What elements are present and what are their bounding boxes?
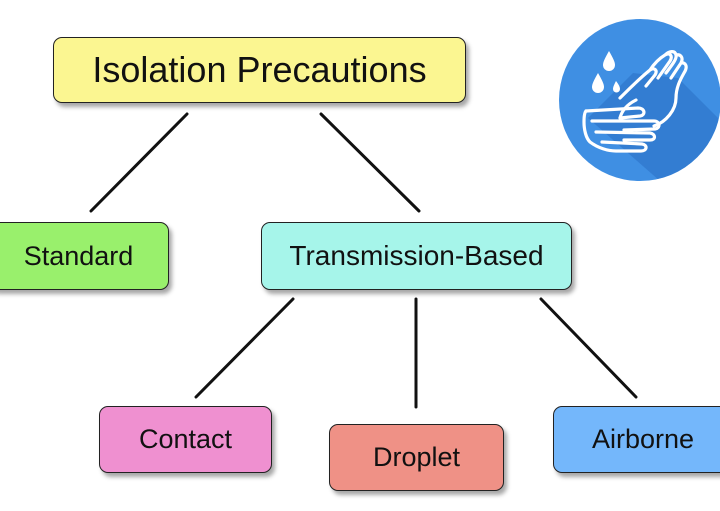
connector-root-standard	[89, 112, 189, 213]
thumb-icon	[618, 98, 638, 120]
water-drop-icon	[603, 51, 615, 71]
node-transmission-based: Transmission-Based	[261, 222, 572, 290]
water-drop-icon	[613, 81, 620, 93]
node-airborne: Airborne	[553, 406, 720, 473]
connector-transmission-airborne	[539, 297, 638, 399]
connector-root-transmission	[319, 112, 421, 213]
back-hand-icon	[618, 50, 688, 128]
node-standard: Standard	[0, 222, 169, 290]
node-isolation-precautions: Isolation Precautions	[53, 37, 466, 103]
front-hand-icon	[582, 106, 661, 153]
node-droplet: Droplet	[329, 424, 504, 491]
water-drop-icon	[592, 73, 604, 93]
handwashing-icon	[559, 19, 720, 181]
icon-long-shadow	[588, 73, 720, 181]
node-contact: Contact	[99, 406, 272, 473]
connector-transmission-contact	[194, 297, 295, 399]
